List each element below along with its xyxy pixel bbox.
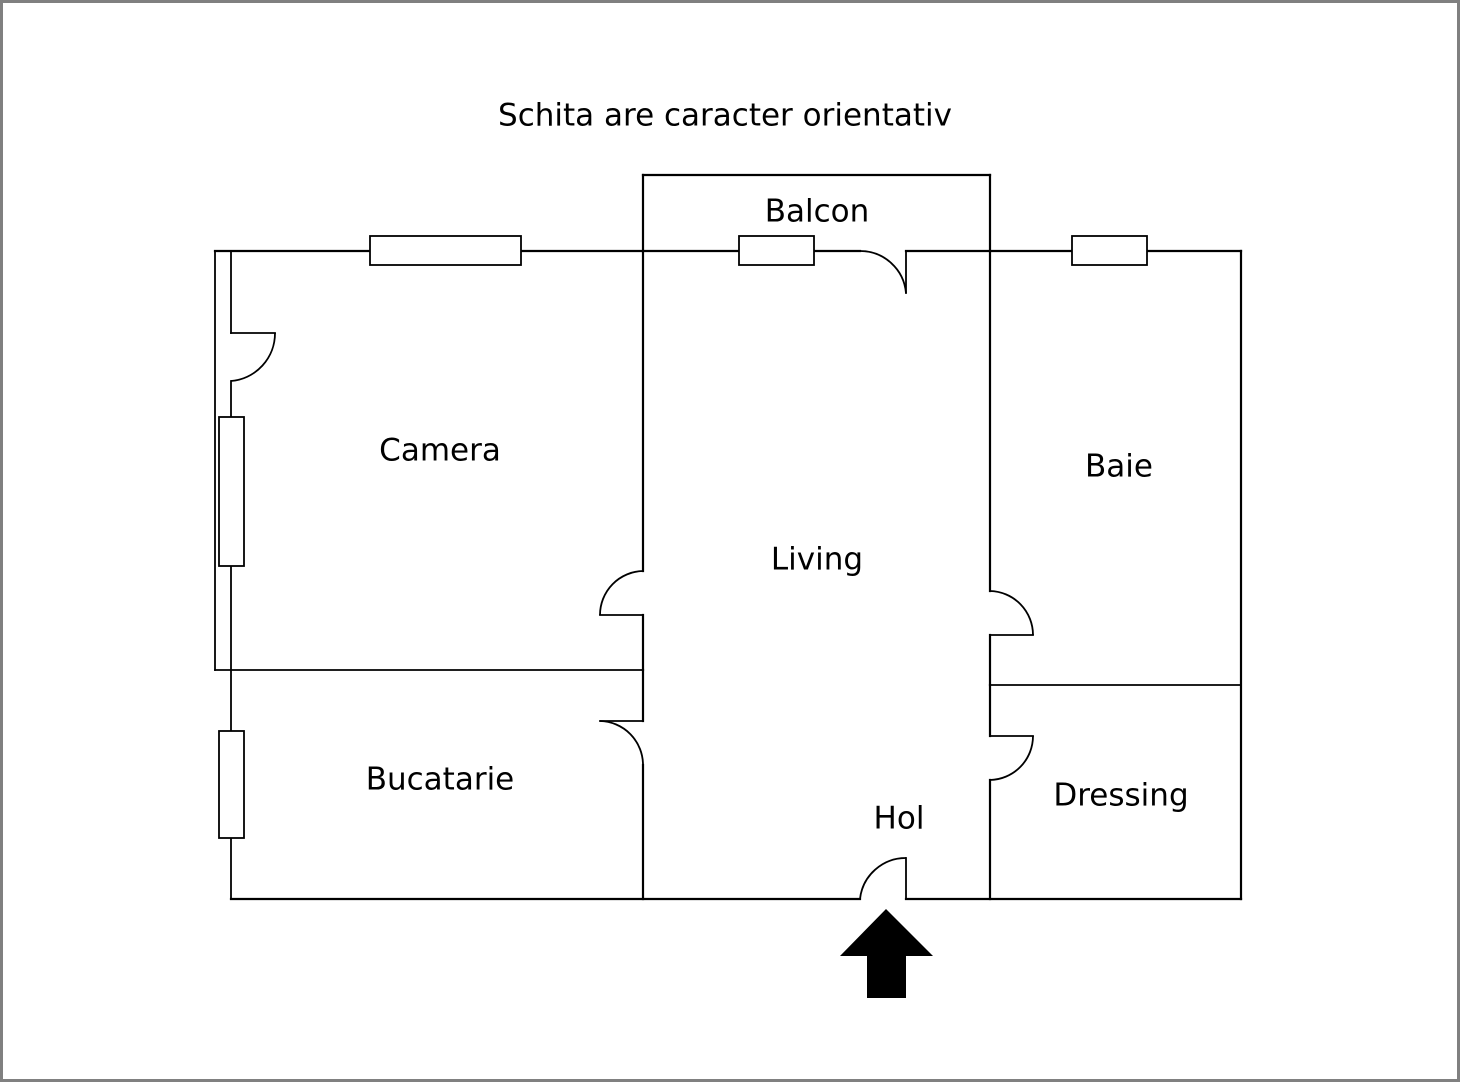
balcon-outline (641, 173, 992, 253)
door-arc-bucatarie-living (599, 720, 644, 766)
window-balcon-top (738, 235, 815, 266)
door-arc-baie (989, 590, 1034, 636)
entrance-arrow-icon (840, 909, 933, 998)
room-label-camera: Camera (379, 433, 501, 469)
living-right-wall (988, 249, 1242, 901)
window-baie-top (1071, 235, 1148, 266)
door-arc-camera-exterior (230, 332, 276, 382)
door-entrance-group (859, 857, 907, 900)
window-bucatarie-left (218, 730, 245, 839)
room-camera (214, 249, 645, 900)
room-label-balcon: Balcon (765, 194, 870, 230)
window-camera-top (369, 235, 522, 266)
door-balcon-living-group (859, 250, 907, 294)
page-title: Schita are caracter orientativ (498, 98, 952, 134)
room-label-dressing: Dressing (1053, 778, 1188, 814)
door-arc-entrance (859, 857, 907, 900)
window-camera-left (218, 416, 245, 567)
room-bucatarie (599, 668, 645, 901)
room-label-living: Living (771, 542, 863, 578)
floor-plan-drawing: Schita are caracter orientativ (213, 98, 1243, 998)
door-arc-balcon (859, 250, 907, 294)
room-label-hol: Hol (874, 801, 925, 837)
room-label-bucatarie: Bucatarie (366, 762, 515, 798)
room-label-baie: Baie (1085, 449, 1153, 485)
door-arc-camera-living (599, 570, 644, 616)
door-arc-dressing (989, 735, 1034, 781)
windows-group (218, 235, 1148, 839)
